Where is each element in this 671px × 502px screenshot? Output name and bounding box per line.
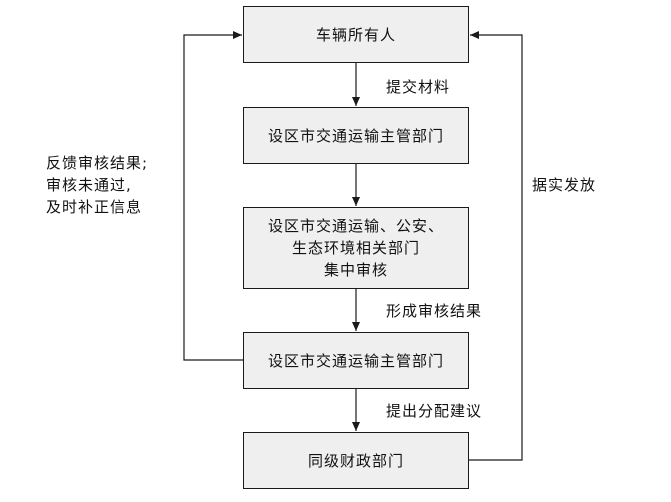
feedback-line: 及时补正信息 bbox=[46, 198, 143, 216]
feedback-line: 反馈审核结果; bbox=[46, 154, 149, 172]
node-label: 设区市交通运输主管部门 bbox=[267, 351, 444, 370]
node-label-line: 设区市交通运输、公安、 bbox=[267, 217, 444, 235]
edge-label-proposal: 提出分配建议 bbox=[386, 402, 483, 420]
edge-label-submit: 提交材料 bbox=[386, 78, 451, 96]
node-transport-dept-result: 设区市交通运输主管部门 bbox=[243, 332, 469, 389]
node-label: 同级财政部门 bbox=[307, 451, 404, 470]
feedback-line: 审核未通过, bbox=[46, 176, 132, 194]
release-loop-arrow bbox=[469, 31, 523, 461]
node-label: 车辆所有人 bbox=[315, 25, 396, 44]
node-joint-review: 设区市交通运输、公安、 生态环境相关部门 集中审核 bbox=[243, 207, 469, 289]
node-label-line: 生态环境相关部门 bbox=[291, 239, 420, 257]
node-transport-dept: 设区市交通运输主管部门 bbox=[243, 107, 469, 164]
node-label: 设区市交通运输主管部门 bbox=[267, 126, 444, 145]
node-vehicle-owner: 车辆所有人 bbox=[243, 6, 469, 63]
feedback-loop-arrow bbox=[183, 31, 243, 361]
node-label-line: 集中审核 bbox=[323, 261, 388, 279]
release-label: 据实发放 bbox=[532, 176, 597, 194]
feedback-label: 反馈审核结果; 审核未通过, 及时补正信息 bbox=[46, 152, 206, 218]
node-finance-dept: 同级财政部门 bbox=[243, 432, 469, 489]
edge-label-result: 形成审核结果 bbox=[386, 302, 483, 320]
